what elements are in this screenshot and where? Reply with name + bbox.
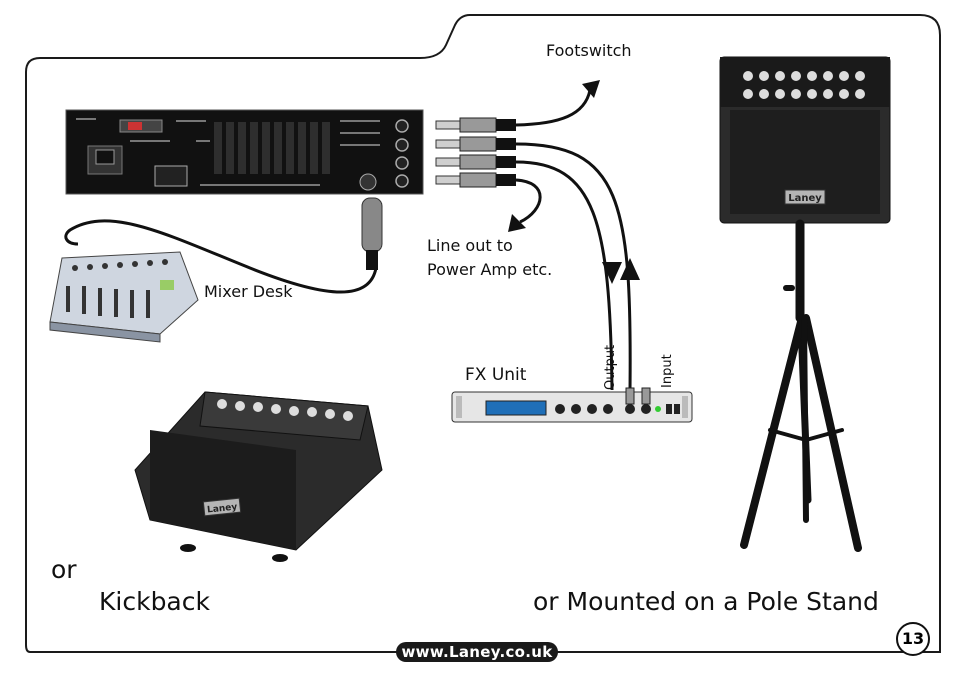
or-label: or xyxy=(51,555,77,584)
mixer-desk-image xyxy=(49,251,199,343)
line-out-label-line2: Power Amp etc. xyxy=(427,260,553,279)
cables xyxy=(64,89,632,391)
page-frame xyxy=(25,14,941,653)
footswitch-arrow xyxy=(582,80,600,98)
footswitch-cable xyxy=(515,89,592,127)
pole-stand-image xyxy=(740,219,862,552)
input-arrow xyxy=(602,262,622,284)
output-arrow xyxy=(620,258,640,280)
output-label: Output xyxy=(603,344,618,390)
pole-stand-label: or Mounted on a Pole Stand xyxy=(533,587,879,616)
cable-arrows xyxy=(508,80,640,284)
fx-unit-image xyxy=(451,387,693,423)
jack-plugs xyxy=(435,117,516,188)
amp-rear-panel xyxy=(65,109,424,195)
kickback-amp-image: Laney xyxy=(134,391,383,562)
mixer-desk-label: Mixer Desk xyxy=(204,282,293,301)
xlr-connector xyxy=(361,197,383,270)
input-label: Input xyxy=(660,354,675,388)
output-cable xyxy=(515,142,632,391)
website-link[interactable]: www.Laney.co.uk xyxy=(396,642,558,662)
kickback-label: Kickback xyxy=(99,587,210,616)
line-out-cable xyxy=(515,178,542,224)
line-out-label-line1: Line out to xyxy=(427,236,513,255)
input-cable xyxy=(515,160,614,391)
pole-amp-logo: Laney xyxy=(788,193,822,204)
page-number: 13 xyxy=(896,622,930,656)
line-out-arrow xyxy=(508,214,526,232)
fx-unit-label: FX Unit xyxy=(465,365,527,385)
kickback-logo: Laney xyxy=(207,502,238,515)
footswitch-label: Footswitch xyxy=(546,41,632,60)
mixer-cable xyxy=(64,219,378,294)
pole-amp-image: Laney xyxy=(719,56,891,224)
